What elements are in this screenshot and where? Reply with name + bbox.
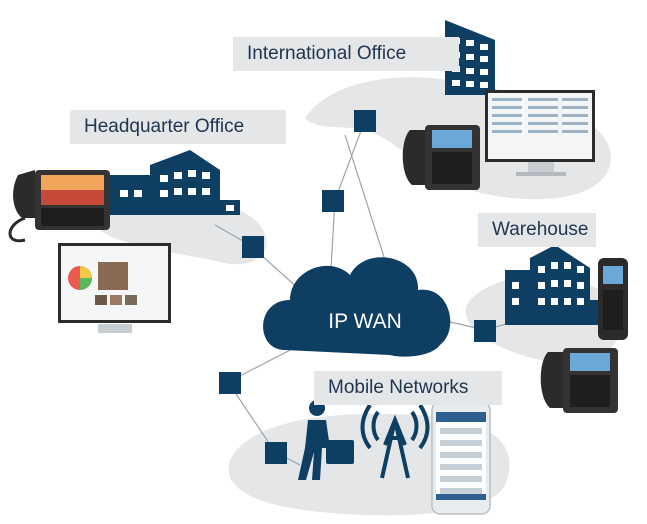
cloud-label: IP WAN (328, 310, 402, 333)
monitor-icon (485, 90, 595, 176)
connector-node-icon (474, 320, 496, 342)
label-headquarter-office: Headquarter Office (70, 110, 286, 144)
building-icon (110, 150, 240, 215)
desk-phone-icon (540, 348, 618, 413)
label-international-office: International Office (233, 37, 459, 71)
desk-phone-icon (402, 125, 480, 190)
connector-node-icon (354, 110, 376, 132)
label-warehouse: Warehouse (478, 213, 596, 247)
monitor-icon (58, 243, 171, 333)
connector-node-icon (242, 236, 264, 258)
smartphone-icon (431, 401, 491, 515)
building-icon (505, 245, 600, 325)
connector-node-icon (265, 442, 287, 464)
traveler-icon (298, 400, 354, 480)
cloud-icon (263, 257, 451, 357)
video-phone-icon (8, 170, 110, 243)
label-mobile-networks: Mobile Networks (314, 371, 502, 405)
cordless-phone-icon (598, 258, 628, 340)
connector-node-icon (322, 190, 344, 212)
line-mobile (227, 344, 301, 466)
line-intl-right (344, 134, 386, 261)
connector-nodes (219, 110, 496, 464)
connector-node-icon (219, 372, 241, 394)
radio-tower-icon (360, 403, 430, 479)
